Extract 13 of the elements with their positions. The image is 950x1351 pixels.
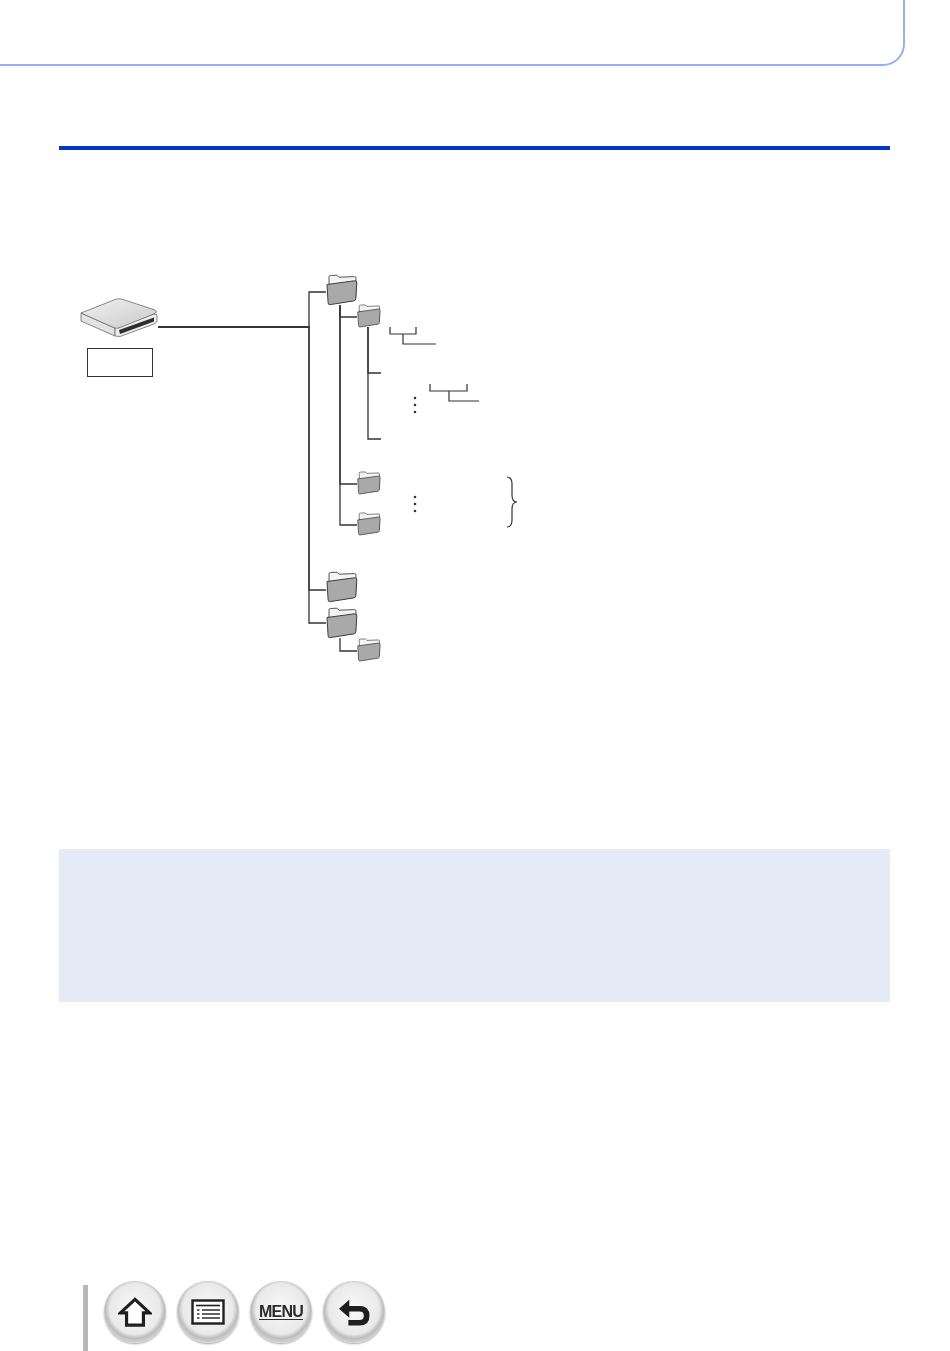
memory-card-icon: [80, 298, 158, 338]
tree-line: [339, 637, 358, 652]
blank-box: [87, 348, 153, 377]
folder-icon: [357, 638, 381, 662]
folder-icon: [326, 607, 358, 639]
tree-line: [339, 304, 358, 526]
folder-icon: [326, 571, 358, 603]
folder-icon: [357, 471, 381, 495]
folder-icon: [357, 304, 381, 328]
folder-icon: [357, 512, 381, 536]
folder-icon: [326, 274, 358, 306]
tree-line: [367, 326, 382, 440]
menu-button: MENU: [250, 1281, 312, 1343]
